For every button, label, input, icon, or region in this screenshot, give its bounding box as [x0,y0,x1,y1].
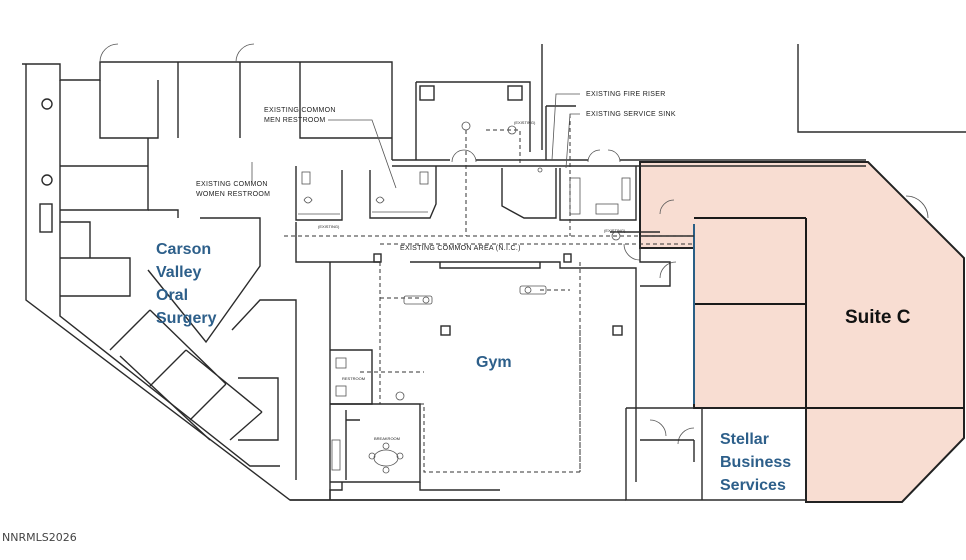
svg-text:Surgery: Surgery [156,310,217,327]
svg-text:Carson: Carson [156,241,211,258]
lower-rooms [330,349,421,483]
suite-c-label: Suite C [845,307,911,328]
suite-c-interior-walls [694,217,964,409]
women-restroom-note-2: WOMEN RESTROOM [196,191,270,198]
gym-dashed-lines [284,114,694,473]
service-rooms [501,166,637,221]
structural-columns [373,253,623,336]
stellar-label: Stellar Business Services [720,431,791,494]
service-sink-note: EXISTING SERVICE SINK [586,111,676,118]
equipment-tags [395,121,621,401]
fire-riser-note: EXISTING FIRE RISER [586,91,666,98]
breakroom-note: BREAKROOM [374,436,400,441]
leader-lines [251,93,580,189]
men-restroom-note-2: MEN RESTROOM [264,117,326,124]
svg-text:Services: Services [720,477,786,494]
existing-tag-2: (EXISTING) [514,120,536,125]
men-restroom-note-1: EXISTING COMMON [264,107,336,114]
svg-text:Oral: Oral [156,287,188,304]
carson-valley-label: Carson Valley Oral Surgery [156,241,217,327]
svg-text:Stellar: Stellar [720,431,769,448]
upper-right-walls [392,44,966,167]
existing-tag-1: (EXISTING) [318,224,340,229]
restroom-note: RESTROOM [342,376,365,381]
svg-text:Business: Business [720,454,791,471]
door-swings [99,43,929,445]
gym-label: Gym [476,354,512,371]
restroom-block [295,166,437,221]
left-wing-walls [22,61,500,501]
bottom-shell [290,482,626,501]
watermark: NNRMLS2026 [2,531,77,544]
svg-text:Valley: Valley [156,264,201,281]
existing-tag-3: (EXISTING) [604,228,626,233]
women-restroom-note-1: EXISTING COMMON [196,181,268,188]
common-area-note: EXISTING COMMON AREA (N.I.C.) [400,245,521,252]
suite-c-area [639,161,965,503]
